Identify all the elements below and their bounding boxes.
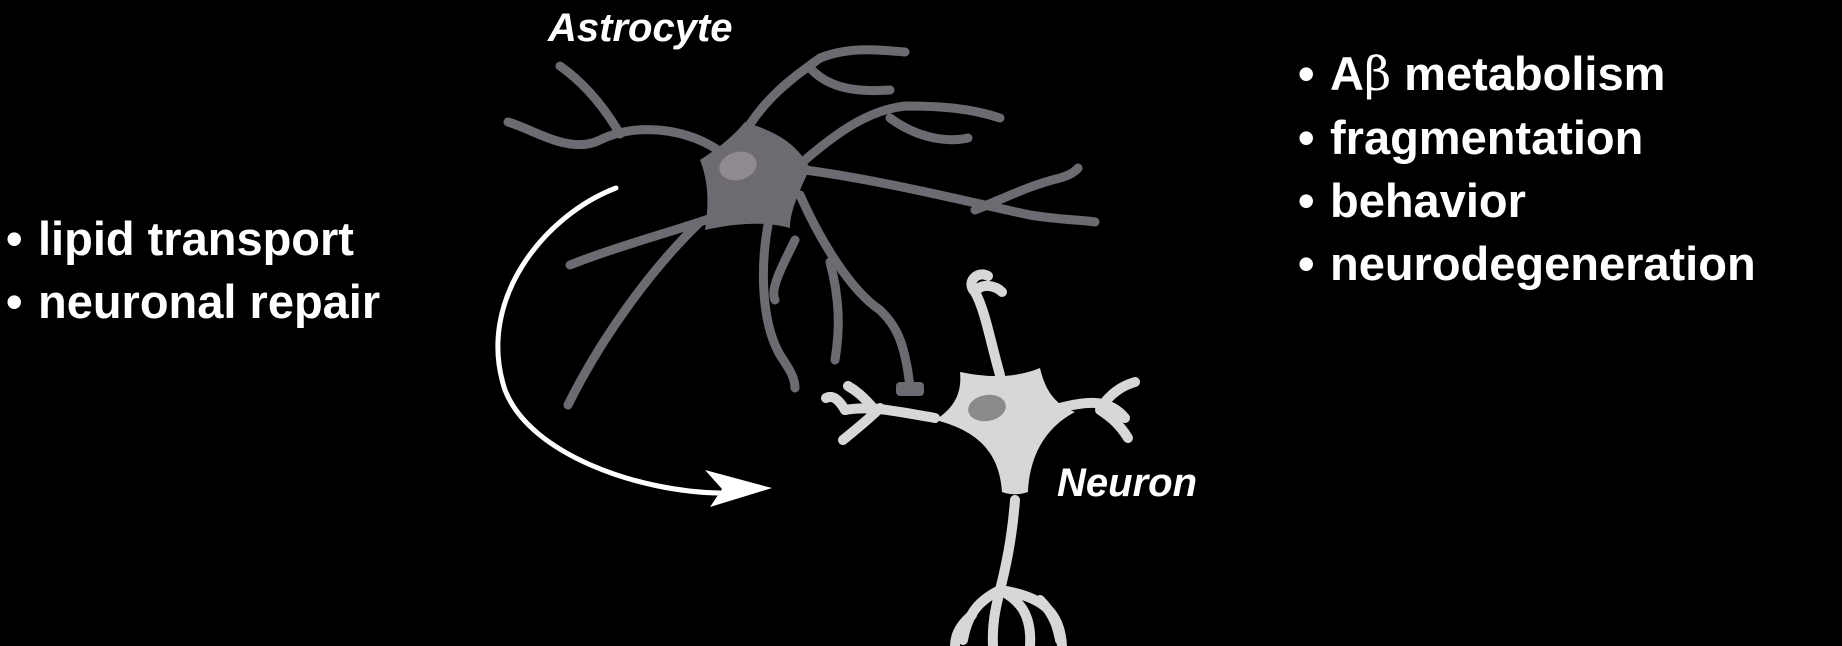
- abeta-suffix: metabolism: [1391, 47, 1665, 100]
- astrocyte-processes: [508, 50, 1095, 405]
- neuron-body: [935, 368, 1075, 494]
- list-item-neurodegeneration: neurodegeneration: [1298, 232, 1756, 295]
- transfer-arrow-head: [705, 470, 772, 507]
- astrocyte-body: [700, 122, 810, 230]
- beta-symbol: β: [1364, 47, 1391, 102]
- list-item-abeta-metabolism: Aβ metabolism: [1298, 42, 1756, 106]
- list-item-neuronal-repair: neuronal repair: [6, 270, 380, 333]
- abeta-prefix: A: [1330, 47, 1364, 100]
- list-item-behavior: behavior: [1298, 169, 1756, 232]
- astrocyte-functions-list: lipid transport neuronal repair: [6, 207, 380, 333]
- list-item-fragmentation: fragmentation: [1298, 106, 1756, 169]
- neuron-effects-list: Aβ metabolism fragmentation behavior neu…: [1298, 42, 1756, 295]
- astrocyte-endfoot: [896, 382, 924, 396]
- neuron-label: Neuron: [1057, 461, 1197, 506]
- list-item-lipid-transport: lipid transport: [6, 207, 380, 270]
- astrocyte-label: Astrocyte: [548, 6, 733, 51]
